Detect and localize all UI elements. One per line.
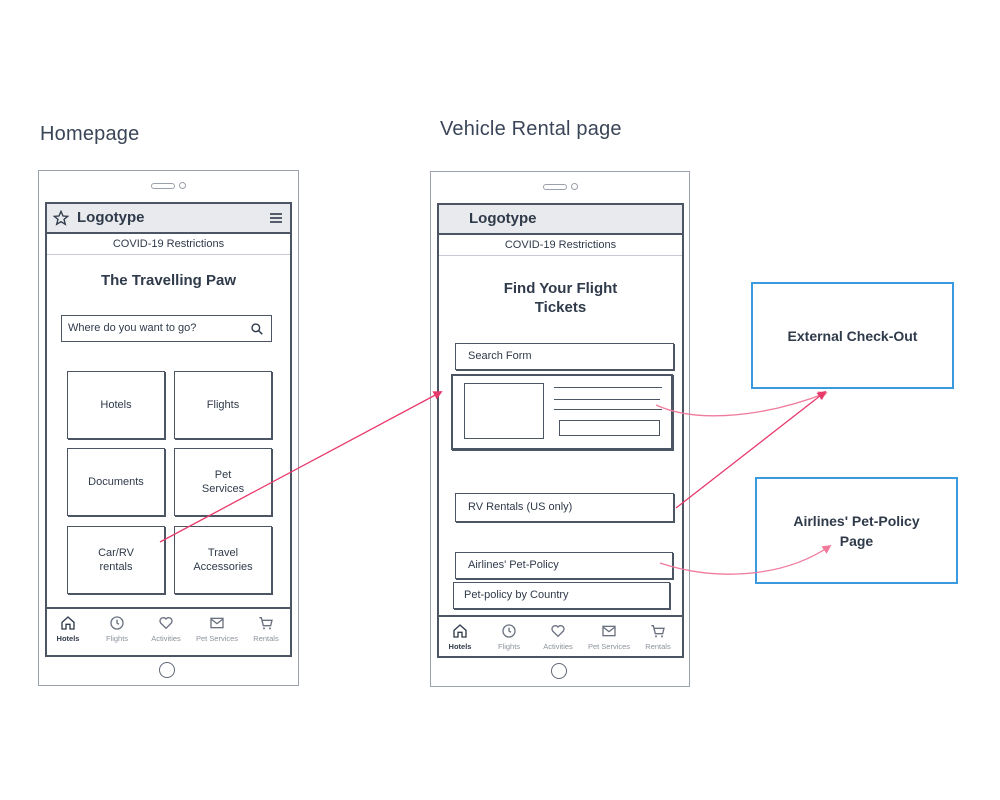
search-form[interactable]: Search Form	[455, 343, 674, 370]
vehicle-rental-title: Vehicle Rental page	[440, 118, 622, 140]
search-placeholder: Where do you want to go?	[68, 322, 197, 334]
logotype: Logotype	[469, 210, 537, 227]
homepage-title: Homepage	[40, 123, 140, 145]
clock-icon	[110, 616, 124, 630]
hamburger-menu-icon[interactable]	[269, 212, 283, 224]
tile-flights[interactable]: Flights	[174, 371, 272, 439]
tab-hotels[interactable]: Hotels	[44, 613, 92, 643]
tab-rentals[interactable]: Rentals	[634, 621, 682, 651]
covid-restrictions-link[interactable]: COVID-19 Restrictions	[47, 234, 290, 255]
app-heading: The Travelling Paw	[100, 272, 237, 289]
pet-policy-by-country-item[interactable]: Pet-policy by Country	[453, 582, 670, 609]
tile-documents[interactable]: Documents	[67, 448, 165, 516]
search-icon[interactable]	[250, 322, 264, 336]
tab-bar: Hotels Flights Activities Pet Services R…	[47, 607, 290, 655]
clock-icon	[502, 624, 516, 638]
listing-card[interactable]	[451, 374, 673, 450]
mail-icon	[210, 617, 224, 629]
tile-hotels[interactable]: Hotels	[67, 371, 165, 439]
listing-text-line	[554, 399, 660, 400]
phone-camera	[179, 182, 186, 189]
listing-text-line	[554, 387, 662, 388]
listing-button[interactable]	[559, 420, 660, 436]
phone-home-button	[551, 663, 567, 679]
phone-speaker	[543, 184, 567, 190]
tab-rentals[interactable]: Rentals	[242, 613, 290, 643]
home-icon	[61, 616, 75, 630]
listing-text-line	[554, 409, 662, 410]
tab-flights[interactable]: Flights	[93, 613, 141, 643]
tab-activities[interactable]: Activities	[142, 613, 190, 643]
heart-icon	[159, 617, 173, 630]
listing-image	[464, 383, 544, 439]
tab-flights[interactable]: Flights	[485, 621, 533, 651]
external-checkout-box: External Check-Out	[751, 282, 954, 389]
tile-travel-accessories[interactable]: Travel Accessories	[174, 526, 272, 594]
homepage-screen: Logotype COVID-19 Restrictions The Trave…	[45, 202, 292, 657]
home-icon	[453, 624, 467, 638]
phone-camera	[571, 183, 578, 190]
phone-speaker	[151, 183, 175, 189]
homepage-phone: Logotype COVID-19 Restrictions The Trave…	[38, 170, 299, 686]
tab-pet-services[interactable]: Pet Services	[193, 613, 241, 643]
vehicle-rental-screen: Logotype COVID-19 Restrictions Find Your…	[437, 203, 684, 658]
tile-car-rv-rentals[interactable]: Car/RV rentals	[67, 526, 165, 594]
tab-bar: Hotels Flights Activities Pet Services R…	[439, 615, 682, 663]
vehicle-rental-phone: Logotype COVID-19 Restrictions Find Your…	[430, 171, 690, 687]
covid-restrictions-link[interactable]: COVID-19 Restrictions	[439, 235, 682, 256]
cart-icon	[259, 617, 273, 630]
page-heading: Find Your Flight Tickets	[503, 280, 618, 316]
rv-rentals-item[interactable]: RV Rentals (US only)	[455, 493, 674, 522]
search-input[interactable]: Where do you want to go?	[61, 315, 272, 342]
tab-pet-services[interactable]: Pet Services	[585, 621, 633, 651]
airlines-pet-policy-item[interactable]: Airlines' Pet-Policy	[455, 552, 673, 579]
top-bar: Logotype	[47, 204, 290, 234]
tab-activities[interactable]: Activities	[534, 621, 582, 651]
tile-pet-services[interactable]: Pet Services	[174, 448, 272, 516]
cart-icon	[651, 625, 665, 638]
tab-hotels[interactable]: Hotels	[436, 621, 484, 651]
star-icon	[53, 210, 69, 226]
heart-icon	[551, 625, 565, 638]
logotype: Logotype	[77, 209, 145, 226]
phone-home-button	[159, 662, 175, 678]
airlines-pet-policy-page-box: Airlines' Pet-Policy Page	[755, 477, 958, 584]
mail-icon	[602, 625, 616, 637]
top-bar: Logotype	[439, 205, 682, 235]
